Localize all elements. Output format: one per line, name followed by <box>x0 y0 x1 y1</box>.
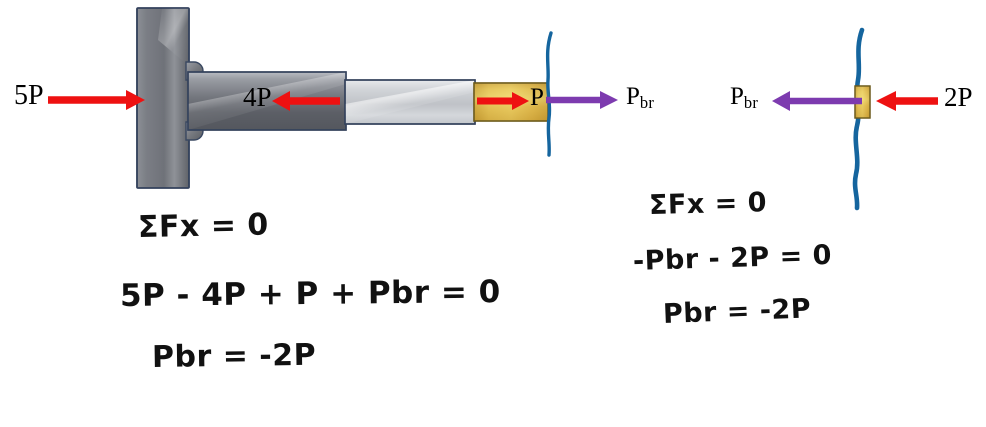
equilibrium-equations-left: ΣFx = 0 5P - 4P + P + Pbr = 0 Pbr = -2P <box>119 207 501 375</box>
right-diagram-group <box>772 27 938 211</box>
segment-small-steel <box>344 79 476 125</box>
eq-left-line-1: ΣFx = 0 <box>137 207 270 245</box>
left-diagram-group <box>48 7 618 189</box>
eq-right-line-1: ΣFx = 0 <box>648 187 768 221</box>
label-pbr-main-right: P <box>730 83 744 110</box>
fixed-support-wall <box>136 7 190 189</box>
label-force-p: P <box>530 84 544 111</box>
force-arrow-p <box>477 92 529 110</box>
label-pbr-main: P <box>626 83 640 110</box>
label-force-2p: 2P <box>944 82 973 112</box>
label-pbr-sub: br <box>639 93 655 113</box>
eq-left-line-3: Pbr = -2P <box>151 337 317 375</box>
eq-right-line-3: Pbr = -2P <box>662 293 812 330</box>
force-arrow-pbr-right-diagram <box>772 91 862 111</box>
label-force-pbr-left: Pbr <box>626 83 655 113</box>
section-cut-line-right <box>852 27 865 211</box>
eq-left-line-2: 5P - 4P + P + Pbr = 0 <box>119 274 501 314</box>
label-force-4p: 4P <box>243 82 272 112</box>
equilibrium-equations-right: ΣFx = 0 -Pbr - 2P = 0 Pbr = -2P <box>633 187 833 330</box>
force-arrow-2p <box>876 91 938 111</box>
eq-right-line-2: -Pbr - 2P = 0 <box>632 239 833 277</box>
force-arrow-4p <box>272 91 340 111</box>
force-arrow-5p <box>48 90 145 110</box>
force-arrow-pbr-left-diagram <box>546 91 618 109</box>
label-force-5p: 5P <box>14 80 44 111</box>
section-cut-line-left <box>545 31 553 157</box>
label-force-pbr-right: Pbr <box>730 83 759 113</box>
label-pbr-sub-right: br <box>743 93 759 113</box>
